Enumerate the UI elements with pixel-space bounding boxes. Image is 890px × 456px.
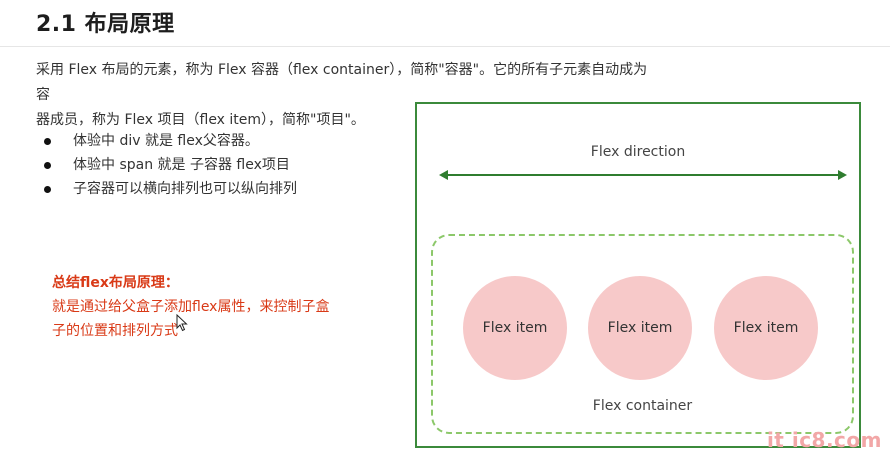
mouse-pointer-icon [176, 314, 188, 332]
bullet-item: 体验中 span 就是 子容器 flex项目 [44, 153, 297, 177]
summary-line-2: 子的位置和排列方式 [52, 323, 178, 339]
intro-paragraph: 采用 Flex 布局的元素，称为 Flex 容器（flex container）… [36, 58, 656, 133]
flex-diagram: Flex direction Flex item Flex item Flex … [415, 102, 861, 448]
page-title: 2.1 布局原理 [36, 12, 175, 37]
flex-item-label: Flex item [733, 320, 799, 336]
bullet-dot-icon [44, 185, 51, 193]
summary-title: 总结flex布局原理： [52, 275, 179, 291]
flex-item-label: Flex item [607, 320, 673, 336]
bullet-item: 子容器可以横向排列也可以纵向排列 [44, 177, 297, 201]
double-headed-arrow-icon [439, 170, 847, 180]
flex-item-label: Flex item [482, 320, 548, 336]
bullet-item: 体验中 div 就是 flex父容器。 [44, 129, 297, 153]
intro-line-1: 采用 Flex 布局的元素，称为 Flex 容器（flex container）… [36, 62, 648, 103]
summary-block: 总结flex布局原理： 就是通过给父盒子添加flex属性，来控制子盒 子的位置和… [52, 271, 352, 343]
watermark: it ic8.com [766, 428, 882, 452]
flex-container-box: Flex item Flex item Flex item Flex conta… [431, 234, 854, 434]
bullet-text: 体验中 span 就是 子容器 flex项目 [73, 157, 290, 173]
intro-line-2: 器成员，称为 Flex 项目（flex item），简称"项目"。 [36, 112, 365, 128]
flex-direction-label: Flex direction [590, 144, 686, 160]
bullet-text: 体验中 div 就是 flex父容器。 [73, 133, 259, 149]
flex-item-circle: Flex item [463, 276, 567, 380]
bullet-text: 子容器可以横向排列也可以纵向排列 [73, 181, 297, 197]
flex-item-circle: Flex item [714, 276, 818, 380]
flex-container-label: Flex container [592, 398, 693, 414]
bullet-list: 体验中 div 就是 flex父容器。 体验中 span 就是 子容器 flex… [44, 129, 297, 201]
summary-line-1: 就是通过给父盒子添加flex属性，来控制子盒 [52, 299, 330, 315]
title-divider [0, 46, 890, 47]
flex-item-circle: Flex item [588, 276, 692, 380]
bullet-dot-icon [44, 137, 51, 145]
bullet-dot-icon [44, 161, 51, 169]
